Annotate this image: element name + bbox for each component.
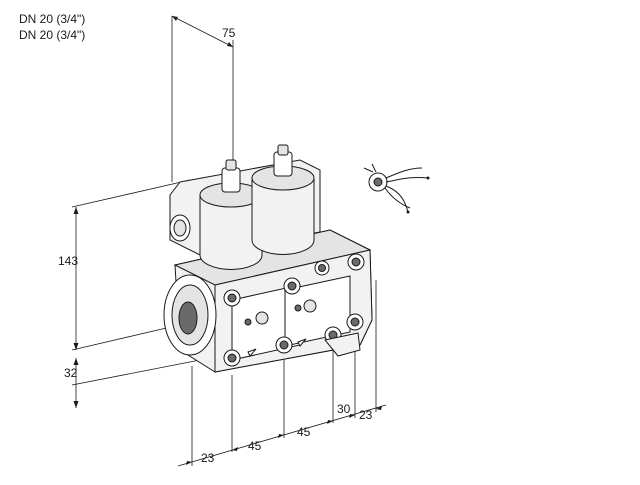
dim-label-143: 143 [58, 254, 78, 268]
dim-label-bottom-23: 23 [201, 451, 215, 465]
dim-label-bottom-45a: 45 [248, 439, 262, 453]
dim-143: 143 [58, 179, 191, 351]
dim-label-bottom-45b: 45 [297, 425, 311, 439]
dim-label-right-23: 23 [359, 408, 373, 422]
caption-line-2: DN 20 (3/4") [19, 28, 86, 42]
valve-assembly [163, 144, 373, 373]
dim-bottom: 23 45 45 30 23 [177, 280, 387, 467]
dim-label-right-30: 30 [337, 402, 351, 416]
caption-line-1: DN 20 (3/4") [19, 12, 86, 26]
dim-label-32: 32 [64, 366, 78, 380]
dim-75: 75 [171, 15, 236, 182]
dim-32: 32 [64, 358, 201, 408]
plug-connector [363, 163, 430, 214]
dim-label-75: 75 [222, 26, 236, 40]
